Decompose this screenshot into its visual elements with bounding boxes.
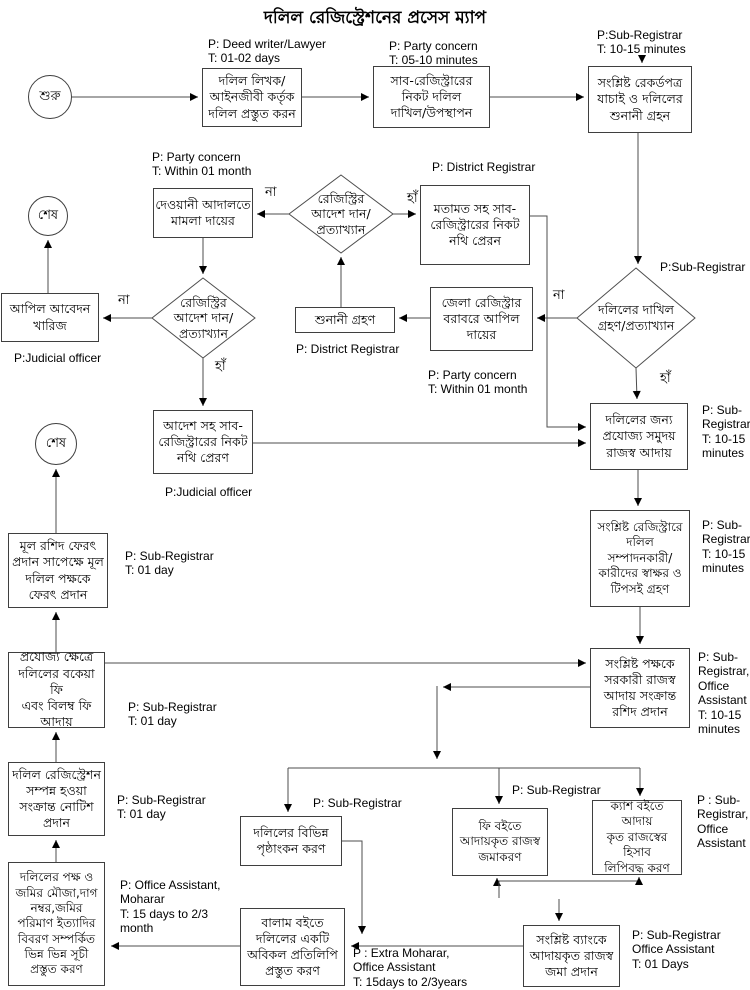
label-no: না	[118, 293, 130, 308]
decision-court-order: রেজিস্ট্রির আদেশ দান/ প্রত্যাখ্যান	[173, 294, 234, 341]
annotation-index-prep: P: Office Assistant, Moharar T: 15 days …	[120, 878, 221, 936]
label-yes: হাঁ	[660, 371, 671, 386]
annotation-verify: P:Sub-Registrar T: 10-15 minutes	[597, 28, 686, 57]
decision-diamond-shape	[288, 174, 394, 254]
node-verify-records: সংশ্লিষ্ট রেকর্ডপত্র যাচাই ও দলিলের শুনা…	[588, 66, 692, 133]
annotation-civil-case: P: Party concern T: Within 01 month	[152, 150, 252, 179]
flow-arrow	[632, 367, 641, 400]
annotation-bank-deposit: P: Sub-Registrar Office Assistant T: 01 …	[632, 928, 721, 971]
node-revenue-collection: দলিলের জন্য প্রযোজ্য সমুদয় রাজস্ব আদায়	[590, 403, 688, 470]
node-end-left: শেষ	[35, 423, 77, 465]
page-title: দলিল রেজিস্ট্রেশনের প্রসেস ম্যাপ	[263, 8, 487, 28]
node-page-endorsement: দলিলের বিভিন্ন পৃষ্ঠাংকন করণ	[240, 816, 342, 866]
decision-deed-accept: দলিলের দাখিল গ্রহণ/প্রত্যাখ্যান	[597, 302, 675, 333]
annotation-appeal-rejected: P:Judicial officer	[14, 351, 102, 365]
node-prepare-deed: দলিল লিখক/ আইনজীবী কর্তৃক দলিল প্রস্তুত …	[202, 68, 302, 127]
label-no: না	[265, 185, 277, 200]
annotation-notice: P: Sub-Registrar T: 01 day	[117, 793, 206, 822]
node-return-deed: মূল রশিদ ফেরৎ প্রদান সাপেক্ষে মূল দলিল প…	[8, 533, 108, 608]
annotation-fee-book: P: Sub-Registrar	[512, 783, 601, 797]
node-balam-copy: বালাম বইতে দলিলের একটি অবিকল প্রতিলিপি প…	[240, 908, 345, 986]
node-due-fee-collection: প্রযোজ্য ক্ষেত্রে দলিলের বকেয়া ফি এবং ব…	[8, 649, 105, 729]
annotation-order-file: P:Judicial officer	[165, 485, 253, 499]
node-start: শুরু	[28, 75, 72, 119]
node-order-file: আদেশ সহ সাব- রেজিস্ট্রারের নিকট নথি প্রে…	[153, 410, 253, 474]
node-cash-book: ক্যাশ বইতে আদায় কৃত রাজস্বের হিসাব লিপি…	[592, 799, 682, 875]
annotation-appeal: P: Party concern T: Within 01 month	[428, 368, 528, 397]
node-signature-thumbprint: সংশ্লিষ্ট রেজিস্ট্রারে দলিল সম্পাদনকারী/…	[590, 510, 690, 607]
annotation-cash-book: P : Sub- Registrar, Office Assistant	[697, 793, 749, 851]
node-opinion-file: মতামত সহ সাব- রেজিস্ট্রারের নিকট নথি প্র…	[420, 185, 530, 265]
node-fee-book: ফি বইতে আদায়কৃত রাজস্ব জমাকরণ	[452, 808, 548, 876]
label-yes: হাঁ	[407, 191, 418, 206]
annotation-endorse: P: Sub-Registrar	[313, 796, 402, 810]
annotation-receipt: P: Sub- Registrar, Office Assistant T: 1…	[698, 650, 750, 736]
node-bank-deposit: সংশ্লিষ্ট ব্যাংকে আদায়কৃত রাজস্ব জমা প্…	[523, 925, 620, 987]
node-civil-case: দেওয়ানী আদালতে মামলা দায়ের	[153, 188, 253, 238]
decision-diamond-shape	[576, 267, 696, 369]
node-completion-notice: দলিল রেজিস্ট্রেশন সম্পন্ন হওয়া সংক্রান্…	[8, 762, 105, 836]
annotation-hearing: P: District Registrar	[296, 342, 400, 356]
annotation-signature: P: Sub- Registrar T: 10-15 minutes	[702, 518, 750, 576]
annotation-accept-decision: P:Sub-Registrar	[660, 260, 746, 274]
node-revenue-receipt: সংশ্লিষ্ট পক্ষকে সরকারী রাজস্ব আদায় সংক…	[590, 648, 690, 728]
decision-diamond-shape	[151, 277, 256, 359]
annotation-return-deed: P: Sub-Registrar T: 01 day	[125, 549, 214, 578]
node-index-preparation: দলিলের পক্ষ ও জমির মৌজা,দাগ নম্বর,জমির প…	[8, 862, 105, 986]
node-submit-deed: সাব-রেজিস্ট্রারের নিকট দলিল দাখিল/উপস্থা…	[373, 66, 490, 128]
node-end-top: শেষ	[28, 196, 68, 236]
flow-arrow	[342, 840, 366, 934]
annotation-opinion: P: District Registrar	[432, 160, 536, 174]
flow-arrow	[530, 215, 586, 431]
annotation-due-fee: P: Sub-Registrar T: 01 day	[128, 700, 217, 729]
label-no: না	[553, 288, 565, 303]
annotation-submit: P: Party concern T: 05-10 minutes	[389, 39, 478, 68]
node-appeal-district-registrar: জেলা রেজিস্ট্রার বরাবরে আপিল দায়ের	[430, 287, 533, 351]
annotation-balam-copy: P : Extra Moharar, Office Assistant T: 1…	[353, 946, 468, 989]
node-hearing: শুনানী গ্রহণ	[295, 307, 395, 333]
decision-registrar-order: রেজিস্ট্রির আদেশ দান/ প্রত্যাখ্যান	[311, 190, 371, 237]
node-appeal-rejected: আপিল আবেদন খারিজ	[1, 293, 99, 342]
annotation-revenue: P: Sub- Registrar T: 10-15 minutes	[702, 403, 750, 461]
label-yes: হাঁ	[215, 359, 226, 374]
annotation-prepare: P: Deed writer/Lawyer T: 01-02 days	[208, 37, 327, 66]
